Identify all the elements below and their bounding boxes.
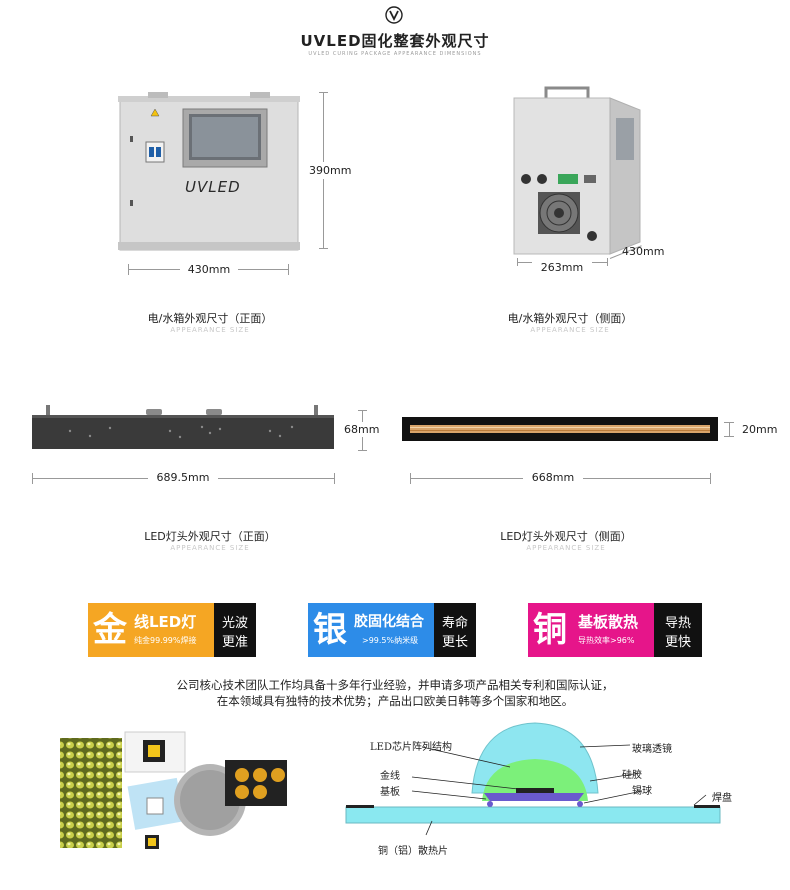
- feature-silver-mid: 胶固化结合 >99.5%纳米级: [352, 603, 434, 657]
- cabinet-front-caption: 电/水箱外观尺寸（正面）: [147, 312, 273, 325]
- cabinet-front-image: [118, 92, 300, 251]
- feature-gold-wire: 金 线LED灯 纯金99.99%焊接 光波 更准: [88, 603, 256, 657]
- feature-copper-main: 基板散热: [578, 613, 639, 631]
- feature-gold-right: 光波 更准: [214, 603, 256, 657]
- page-title: UVLED固化整套外观尺寸: [300, 32, 490, 50]
- dim-tick: [358, 410, 367, 411]
- feature-gold-sub: 纯金99.99%焊接: [134, 636, 197, 645]
- cabinet-width-label: 430mm: [180, 263, 238, 276]
- feature-silver-big: 银: [308, 603, 352, 657]
- label-solder-ball: 锡球: [632, 786, 652, 797]
- cabinet-logo-text: UVLED: [185, 178, 241, 196]
- lamp-height-label: 68mm: [344, 422, 380, 437]
- feature-silver-right1: 寿命: [441, 616, 468, 631]
- feature-gold-right1: 光波: [221, 616, 248, 631]
- description-line-1: 公司核心技术团队工作均具备十多年行业经验，并申请多项产品相关专利和国际认证，: [176, 678, 614, 692]
- cabinet-side-image: [513, 86, 641, 255]
- dim-tick: [724, 436, 734, 437]
- description-line-2: 在本领域具有独特的技术优势；产品出口欧美日韩等多个国家和地区。: [216, 694, 574, 708]
- label-chip-array: LED芯片阵列结构: [370, 742, 452, 753]
- lamp-length-label: 689.5mm: [148, 471, 218, 484]
- label-pad: 焊盘: [712, 793, 732, 804]
- feature-copper-right2: 更快: [664, 635, 691, 650]
- label-substrate: 基板: [380, 787, 400, 798]
- feature-silver-main: 胶固化结合: [354, 614, 424, 630]
- lamp-side-caption-sub: APPEARANCE SIZE: [526, 544, 606, 552]
- dim-tick: [128, 264, 129, 275]
- feature-silver-right2: 更长: [441, 635, 468, 650]
- dim-tick: [710, 473, 711, 484]
- lamp-front-image: [32, 405, 334, 449]
- dim-tick: [358, 450, 367, 451]
- dim-line-vertical: [729, 422, 730, 436]
- cabinet-front-caption-sub: APPEARANCE SIZE: [170, 326, 250, 334]
- lamp-side-height-label: 20mm: [742, 423, 778, 436]
- feature-silver-sub: >99.5%纳米级: [362, 636, 419, 645]
- feature-copper-board: 铜 基板散热 导热效率>96% 导热 更快: [528, 603, 702, 657]
- feature-copper-sub: 导热效率>96%: [578, 636, 635, 645]
- feature-silver-right: 寿命 更长: [434, 603, 476, 657]
- feature-gold-right2: 更准: [221, 635, 248, 650]
- cabinet-height-label: 390mm: [309, 162, 352, 179]
- feature-silver-glue: 银 胶固化结合 >99.5%纳米级 寿命 更长: [308, 603, 476, 657]
- dim-tick: [319, 248, 328, 249]
- led-chip-photo-collage: [60, 731, 287, 849]
- lamp-side-image: [402, 417, 718, 441]
- label-glass-lens: 玻璃透镜: [632, 744, 672, 755]
- v-logo-icon: [385, 6, 403, 24]
- feature-gold-big: 金: [88, 603, 132, 657]
- feature-copper-mid: 基板散热 导热效率>96%: [572, 603, 654, 657]
- feature-copper-big: 铜: [528, 603, 572, 657]
- feature-gold-main: 线LED灯: [134, 613, 197, 631]
- lamp-side-caption: LED灯头外观尺寸（侧面）: [500, 530, 632, 543]
- side-depth-label: 430mm: [622, 245, 665, 258]
- label-gold-wire: 金线: [380, 771, 400, 782]
- label-silicone: 硅胶: [622, 770, 642, 781]
- cabinet-side-caption: 电/水箱外观尺寸（侧面）: [507, 312, 633, 325]
- feature-gold-mid: 线LED灯 纯金99.99%焊接: [132, 603, 214, 657]
- label-heatsink: 铜（铝）散热片: [378, 846, 448, 857]
- cabinet-side-caption-sub: APPEARANCE SIZE: [530, 326, 610, 334]
- side-width-label: 263mm: [532, 261, 592, 274]
- dim-tick: [288, 264, 289, 275]
- page-subtitle: UVLED CURING PACKAGE APPEARANCE DIMENSIO…: [308, 51, 482, 57]
- dim-tick: [319, 92, 328, 93]
- feature-copper-right1: 导热: [664, 616, 691, 631]
- feature-copper-right: 导热 更快: [654, 603, 702, 657]
- dim-tick: [410, 473, 411, 484]
- lamp-front-caption: LED灯头外观尺寸（正面）: [144, 530, 276, 543]
- dim-tick: [32, 473, 33, 484]
- lamp-side-length-label: 668mm: [523, 471, 583, 484]
- dim-tick: [607, 258, 608, 266]
- lamp-front-caption-sub: APPEARANCE SIZE: [170, 544, 250, 552]
- led-structure-diagram: [345, 722, 721, 836]
- dim-tick: [334, 473, 335, 484]
